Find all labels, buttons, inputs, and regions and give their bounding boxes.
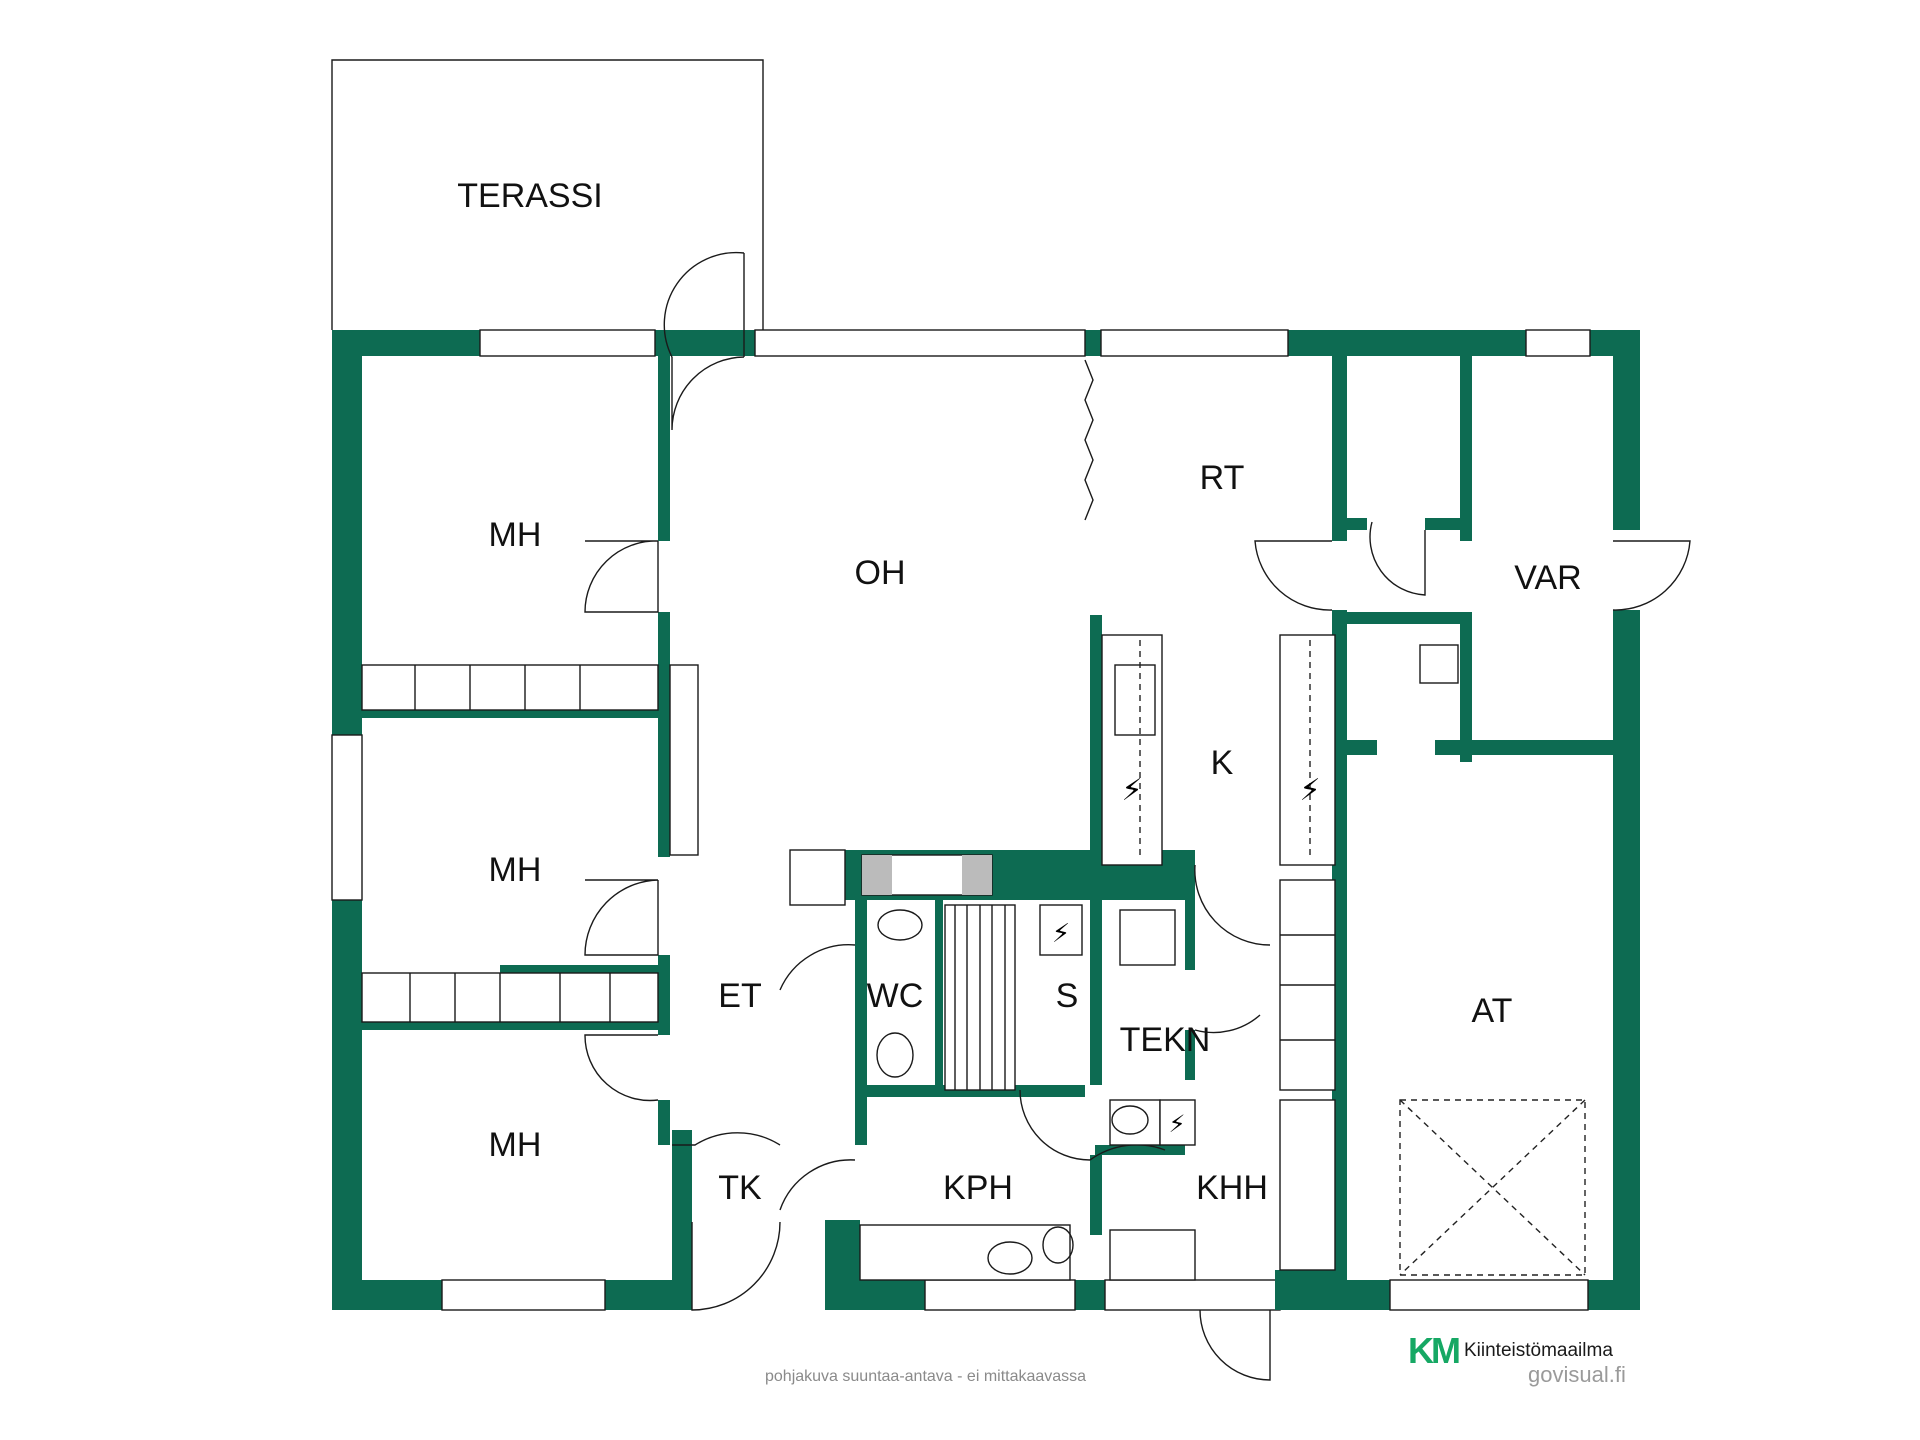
interior-walls [362, 356, 1613, 1310]
room-label-s: S [1056, 977, 1079, 1015]
disclaimer-note: pohjakuva suuntaa-antava - ei mittakaava… [765, 1368, 1087, 1385]
room-label-var: VAR [1514, 559, 1581, 597]
room-label-et: ET [718, 977, 761, 1015]
terrace-outline [331, 59, 764, 330]
svg-text:⚡: ⚡ [1052, 919, 1070, 949]
room-label-kph: KPH [943, 1169, 1013, 1207]
door-swings [584, 251, 1691, 1381]
room-label-mh-top: MH [489, 516, 542, 554]
logo-mark: KM [1408, 1330, 1461, 1371]
closets [361, 664, 1336, 1271]
room-label-at: AT [1472, 992, 1513, 1030]
room-label-mh-middle: MH [489, 851, 542, 889]
logo-text: Kiinteistömaailma [1464, 1340, 1613, 1361]
room-label-k: K [1211, 744, 1234, 782]
brand-logo: KM Kiinteistömaailma [1408, 1330, 1613, 1372]
garage-marking [1399, 1099, 1586, 1276]
room-label-wc: WC [867, 977, 924, 1015]
room-label-tekn: TEKN [1120, 1021, 1211, 1059]
credit-text: govisual.fi [1528, 1362, 1626, 1387]
room-label-terassi: TERASSI [457, 177, 602, 215]
room-label-khh: KHH [1196, 1169, 1268, 1207]
room-label-tk: TK [718, 1169, 762, 1207]
svg-text:⚡: ⚡ [1121, 773, 1142, 808]
room-label-oh: OH [855, 554, 906, 592]
room-label-mh-bottom: MH [489, 1126, 542, 1164]
svg-text:⚡: ⚡ [1169, 1110, 1186, 1138]
wet-rooms: ⚡ ⚡ [859, 644, 1459, 1281]
kitchen: ⚡ ⚡ [1084, 359, 1336, 866]
room-label-rt: RT [1200, 459, 1245, 497]
svg-text:⚡: ⚡ [1299, 773, 1320, 808]
